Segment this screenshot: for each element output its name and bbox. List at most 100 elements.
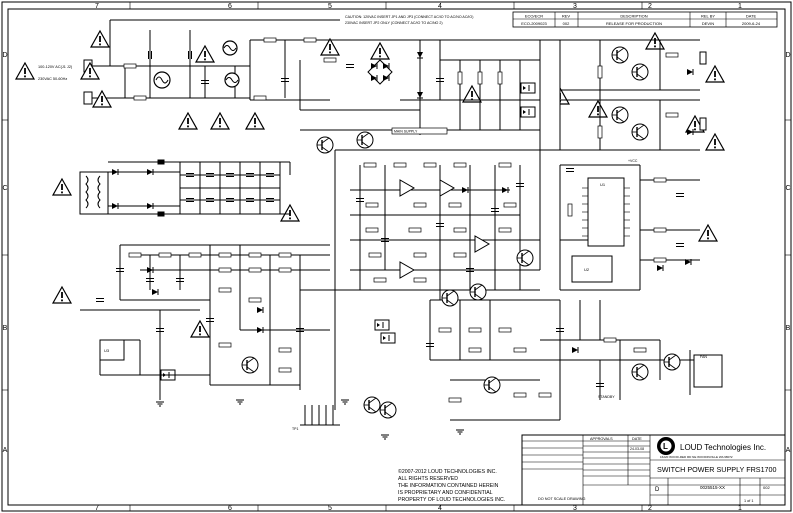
warning-icon bbox=[210, 112, 230, 130]
warning-icon bbox=[588, 100, 608, 118]
rev-cell: 2009-6-24 bbox=[742, 21, 761, 26]
transistor-icon bbox=[363, 396, 381, 414]
ac-input-section: 100-120V AC(J1 J2) 230VAC 50-60Hz bbox=[38, 19, 400, 110]
warning-icon bbox=[178, 112, 198, 130]
row-label: A bbox=[786, 447, 791, 454]
company-name: LOUD Technologies Inc. bbox=[680, 443, 766, 452]
warning-icon bbox=[705, 133, 725, 151]
opamp-icon bbox=[399, 179, 416, 197]
copyright-line: IS PROPRIETARY AND CONFIDENTIAL bbox=[398, 490, 493, 496]
input-label-1: 100-120V AC(J1 J2) bbox=[38, 65, 73, 69]
opamp-icon bbox=[439, 179, 456, 197]
output-stage bbox=[480, 39, 707, 151]
drawing-title: SWITCH POWER SUPPLY FRS1700 bbox=[657, 465, 777, 474]
ic-label: U3 bbox=[104, 348, 110, 353]
column-label: 2 bbox=[648, 505, 652, 512]
opamp-icon bbox=[399, 261, 416, 279]
transistor-icon bbox=[469, 283, 487, 301]
warning-icon bbox=[370, 42, 390, 60]
warning-icon bbox=[698, 224, 718, 242]
warning-icon bbox=[245, 112, 265, 130]
transistor-icon bbox=[611, 106, 629, 124]
left-aux-section: U3 bbox=[80, 244, 465, 440]
row-label: D bbox=[2, 52, 7, 59]
standby-section: FAN STANDBY bbox=[560, 337, 723, 400]
transistor-icon bbox=[631, 63, 649, 81]
column-label: 6 bbox=[228, 505, 232, 512]
transistor-icon bbox=[441, 289, 459, 307]
transistor-icon bbox=[241, 356, 259, 374]
doc-number: 0025515-XX bbox=[700, 485, 725, 490]
date-header: DATE bbox=[632, 437, 642, 441]
column-label: 7 bbox=[95, 505, 99, 512]
caution-line-1: CAUTION: 120VAC INSERT JP1 AND JP3 (CONN… bbox=[345, 15, 473, 19]
warning-icon bbox=[15, 62, 35, 80]
choke-icon bbox=[222, 40, 238, 56]
ic-section: U1 U2 +VCC bbox=[540, 159, 700, 341]
revision-table: ECO/ECR REV DESCRIPTION REL BY DATE ECO-… bbox=[512, 11, 778, 28]
tp1-label: TP1 bbox=[292, 427, 298, 431]
title-block: APPROVALS DATE 24-03-08 DO NOT SCALE DRA… bbox=[521, 434, 786, 506]
row-label: B bbox=[3, 325, 8, 332]
warning-icon bbox=[280, 204, 300, 222]
transistor-icon bbox=[316, 136, 334, 154]
caution-line-2: 230VAC INSERT JP2 ONLY (CONNECT AC/IO TO… bbox=[345, 21, 443, 25]
row-label: C bbox=[785, 185, 790, 192]
rev-cell: RELEASE FOR PRODUCTION bbox=[606, 21, 662, 26]
standby-label: STANDBY bbox=[598, 395, 615, 399]
bridge-rectifier bbox=[367, 59, 393, 85]
copyright-line: ©2007-2012 LOUD TECHNOLOGIES INC. bbox=[398, 468, 497, 475]
opto-icon bbox=[374, 319, 390, 331]
copyright-line: ALL RIGHTS RESERVED bbox=[398, 476, 458, 482]
warning-icon bbox=[52, 286, 72, 304]
row-label: D bbox=[785, 52, 790, 59]
company-logo: L bbox=[657, 437, 675, 455]
ic-package bbox=[99, 339, 125, 361]
rev-header: DESCRIPTION bbox=[620, 14, 647, 19]
rev-header: REV bbox=[562, 14, 571, 19]
copyright-block: ©2007-2012 LOUD TECHNOLOGIES INC. ALL RI… bbox=[398, 468, 505, 503]
ic-label: U2 bbox=[584, 267, 590, 272]
column-label: 4 bbox=[438, 3, 442, 10]
fan-connector bbox=[693, 354, 723, 388]
fan-label: FAN bbox=[700, 355, 707, 359]
date-value: 24-03-08 bbox=[630, 447, 644, 451]
row-label: B bbox=[786, 325, 791, 332]
warning-icon bbox=[52, 178, 72, 196]
company-address: 16220 WOOD-RED RD NE WOODINVILLE WA 9807… bbox=[660, 455, 733, 459]
caution-note: CAUTION: 120VAC INSERT JP1 AND JP3 (CONN… bbox=[345, 15, 473, 25]
column-label: 3 bbox=[573, 505, 577, 512]
column-label: 1 bbox=[738, 3, 742, 10]
copyright-line: PROPERTY OF LOUD TECHNOLOGIES INC. bbox=[398, 497, 505, 503]
transistor-icon bbox=[356, 131, 374, 149]
main-supply-label: MAIN SUPPLY bbox=[394, 130, 418, 134]
choke-icon bbox=[224, 72, 240, 88]
rev-value: 002 bbox=[763, 485, 770, 490]
rev-cell: DEVIN bbox=[702, 21, 714, 26]
do-not-scale: DO NOT SCALE DRAWING bbox=[538, 497, 586, 501]
rev-header: DATE bbox=[746, 14, 757, 19]
column-labels-top: 7 6 5 4 3 2 1 bbox=[95, 3, 742, 10]
control-section: TP1 bbox=[160, 149, 565, 431]
warning-icon bbox=[320, 38, 340, 56]
warning-icon bbox=[645, 32, 665, 50]
column-label: 2 bbox=[648, 3, 652, 10]
opto-icon bbox=[520, 106, 536, 118]
transistor-icon bbox=[663, 353, 681, 371]
column-label: 3 bbox=[573, 3, 577, 10]
ic-package bbox=[587, 177, 625, 247]
input-label-2: 230VAC 50-60Hz bbox=[38, 77, 67, 81]
row-labels: D C B A D C B A bbox=[2, 52, 790, 454]
warning-icon bbox=[92, 90, 112, 108]
rev-cell: 002 bbox=[563, 21, 570, 26]
transistor-icon bbox=[379, 401, 397, 419]
sheet-number: 1 of 1 bbox=[744, 499, 754, 503]
column-label: 7 bbox=[95, 3, 99, 10]
row-label: C bbox=[2, 185, 7, 192]
approvals-header: APPROVALS bbox=[590, 437, 613, 441]
rev-cell: ECO-2009023 bbox=[521, 21, 547, 26]
opto-icon bbox=[520, 82, 536, 94]
copyright-line: THE INFORMATION CONTAINED HEREIN bbox=[398, 483, 499, 489]
column-label: 1 bbox=[738, 505, 742, 512]
